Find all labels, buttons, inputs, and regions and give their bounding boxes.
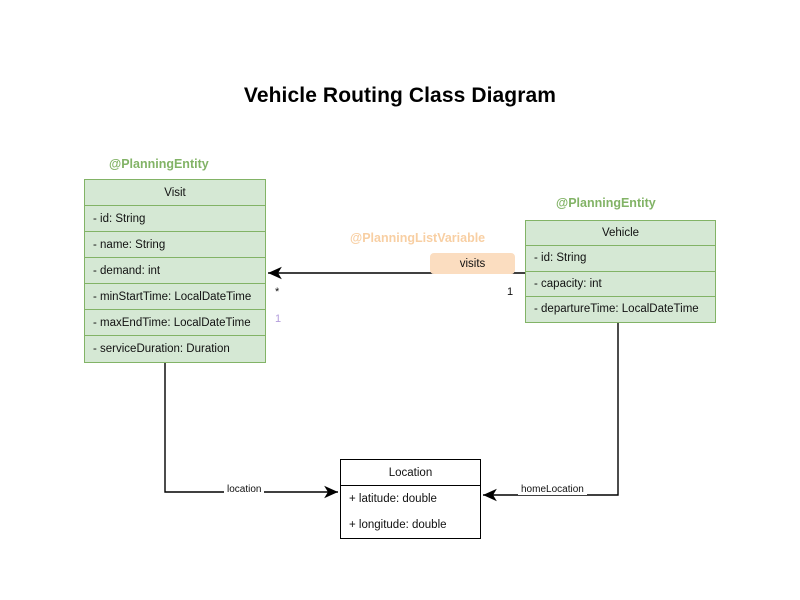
multiplicity-visit-one: 1 — [275, 313, 282, 325]
class-name-location: Location — [341, 460, 480, 487]
class-attribute: - demand: int — [85, 258, 265, 285]
class-attribute: + latitude: double — [349, 493, 437, 506]
class-attribute: - maxEndTime: LocalDateTime — [85, 310, 265, 337]
class-attribute: - id: String — [85, 206, 265, 233]
edge-label-location: location — [224, 484, 265, 495]
class-name-vehicle: Vehicle — [526, 221, 715, 247]
class-box-location[interactable]: Location + latitude: double + longitude:… — [340, 459, 481, 539]
edge-label-visits: visits — [430, 253, 515, 274]
class-name-visit: Visit — [85, 180, 265, 207]
multiplicity-visit-many: * — [275, 286, 280, 298]
edge-label-home-location: homeLocation — [518, 484, 587, 495]
class-attribute: - name: String — [85, 232, 265, 259]
annotation-planning-entity-vehicle: @PlanningEntity — [556, 196, 656, 210]
class-attribute: - id: String — [526, 246, 715, 272]
class-attribute: - serviceDuration: Duration — [93, 343, 230, 356]
edge-home-location — [483, 323, 619, 502]
class-attribute: + longitude: double — [349, 519, 447, 532]
class-attribute: - departureTime: LocalDateTime — [534, 303, 699, 316]
annotation-planning-list-variable: @PlanningListVariable — [350, 231, 486, 245]
class-box-visit[interactable]: Visit - id: String - name: String - dema… — [84, 179, 266, 363]
class-attribute: - capacity: int — [526, 272, 715, 297]
page-title: Vehicle Routing Class Diagram — [243, 84, 557, 107]
multiplicity-vehicle-one: 1 — [507, 286, 514, 298]
class-attribute: - minStartTime: LocalDateTime — [85, 284, 265, 311]
annotation-planning-entity-visit: @PlanningEntity — [109, 157, 209, 171]
class-box-vehicle[interactable]: Vehicle - id: String - capacity: int - d… — [525, 220, 716, 323]
edge-location — [164, 363, 338, 499]
